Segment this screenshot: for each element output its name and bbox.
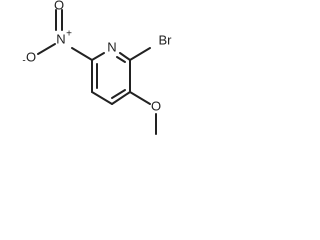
charge-label-nitro-negative: - — [22, 56, 25, 67]
ring-double-bond-c2-n1-inner — [116, 56, 126, 63]
charge-label-nitro-positive: + — [66, 29, 72, 40]
atom-label-nitro-oxygen-single: O — [26, 49, 36, 64]
atom-label-ring-nitrogen: N — [107, 39, 116, 54]
bond-c3-o — [129, 91, 151, 105]
ring-double-bond-c4-c3-inner — [111, 89, 126, 99]
bond-nitro-n-o-single — [37, 43, 56, 55]
ring-bond-c2-n1 — [119, 52, 131, 61]
bond-c2-br — [129, 47, 151, 61]
atom-label-nitro-nitrogen: N — [56, 31, 65, 46]
chemical-structure-diagram: N Br O N + O O - — [22, 0, 173, 135]
bond-c6-nitro-n — [71, 47, 93, 61]
ring-bond-c4-c3 — [111, 91, 131, 105]
ring-bond-c5-c4 — [91, 91, 113, 105]
atom-label-bromine: Br — [159, 32, 173, 47]
ring-bond-n1-c6 — [91, 52, 105, 61]
atom-label-methoxy-oxygen: O — [151, 98, 161, 113]
atom-label-nitro-oxygen-double: O — [54, 0, 64, 12]
